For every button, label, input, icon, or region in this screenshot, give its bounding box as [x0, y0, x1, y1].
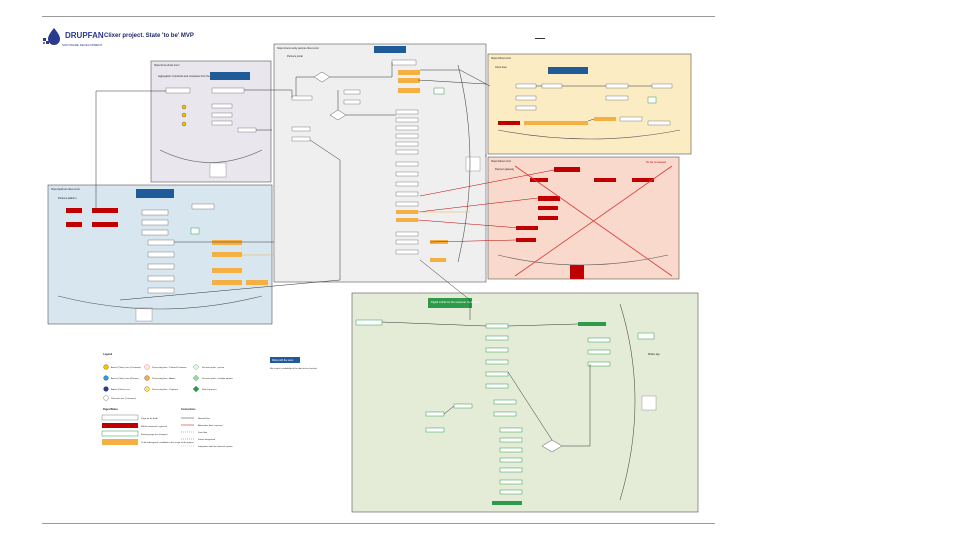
decision-light-icon: [192, 363, 200, 371]
header-dash: [535, 38, 545, 39]
legend-item: Active (Clixer) user (Customer): [111, 366, 141, 369]
zone-grey-note: Partners portal: [287, 55, 303, 58]
legend-box-label: Will be removed / replaced: [141, 425, 168, 428]
end-process-icon: [192, 385, 200, 393]
legend-col2-item: Processing flow - Partner/Customer: [152, 366, 187, 369]
bottom-rule: [42, 523, 715, 524]
legend-box-label: Existing page (no changes): [141, 433, 168, 436]
legend-col3-item: Decision point - multiple options: [202, 377, 234, 380]
top-rule: [42, 16, 715, 17]
user-yellow-icon: [103, 364, 109, 370]
legend-box-label: Page (to be built): [141, 417, 158, 420]
user-blue-icon: [103, 375, 109, 381]
connectors-orange: [242, 211, 470, 256]
callout-title: Dialog with the users: [272, 359, 294, 362]
zone-salmon-url: https://clixer.com/: [491, 159, 511, 163]
zone-blue-note: Partners platform: [58, 197, 76, 200]
legend-col1: Active (Clixer) user (Customer) Active (…: [103, 364, 141, 401]
logo-text: DRUPFAN: [65, 31, 104, 40]
connectors-red: [417, 169, 555, 243]
callout-body: Not critical; availability of the data t…: [270, 367, 317, 370]
zone-salmon-note: Payment gateway: [495, 168, 515, 171]
zone-lavender: https://cms.clixer.com/ Aggregation of p…: [150, 60, 272, 183]
flow-orange-icon: [144, 375, 150, 381]
legend-line-label: Future integration: [198, 438, 216, 441]
legend-line-label: Data flow: [198, 431, 208, 434]
zone-grey: https://community.partner.clixer.com/ Pa…: [273, 43, 487, 283]
logo-subtext: SOFTWARE DEVELOPMENT: [62, 43, 103, 47]
zone-lavender-note: Aggregation of products and companies fr…: [158, 75, 224, 78]
zone-salmon: https://clixer.com/ Payment gateway To b…: [487, 156, 680, 280]
zone-green: Digital mobile for the customer communit…: [351, 292, 699, 513]
zone-salmon-cross-note: To be removed: [646, 160, 666, 164]
drupfan-logo: DRUPFAN SOFTWARE DEVELOPMENT: [42, 25, 104, 47]
zone-blue-url: https://partner.clixer.com/: [51, 187, 80, 191]
legend-lines-heading: Connections: [181, 408, 196, 411]
zone-green-note: Mobile app: [648, 353, 660, 356]
user-white-icon: [103, 395, 109, 401]
legend-boxes-heading: Pages/States: [103, 408, 119, 411]
legend-item: Potential user (Customer): [111, 397, 136, 400]
legend-col2-item: Processing flow - Payment: [152, 388, 178, 391]
legend-item: Active (Clixer) user (Partner): [111, 377, 139, 380]
zone-yellow: https://clixer.com/ Client area: [487, 53, 692, 155]
legend-box-label: To be redesigned / modified in the scope…: [141, 441, 194, 444]
legend-line-label: Normal flow: [198, 417, 210, 420]
page-title: Clixer project. State 'to be' MVP: [104, 33, 194, 39]
legend-heading: Legend: [103, 352, 113, 356]
decision-mid-icon: [192, 374, 200, 382]
legend: Legend Active (Clixer) user (Customer) A…: [101, 352, 317, 448]
legend-col3-item: End of process: [202, 388, 217, 391]
legend-line-label: Integration with the external system: [198, 445, 233, 448]
legend-line-label: Alternative flow / rejected: [198, 424, 223, 427]
flow-yellow-icon: [144, 386, 150, 392]
legend-item: Admin (Clixer) user: [111, 388, 130, 391]
zone-grey-url: https://community.partner.clixer.com/: [277, 46, 319, 50]
legend-col2: Processing flow - Partner/Customer Proce…: [144, 364, 187, 392]
zone-blue: https://partner.clixer.com/ Partners pla…: [47, 184, 273, 325]
legend-col3-item: Decision point - yes/no: [202, 366, 225, 369]
zone-green-title: Digital mobile for the customer communit…: [431, 300, 480, 304]
callout-box: [270, 357, 300, 363]
user-navy-icon: [103, 386, 109, 392]
zone-yellow-note: Client area: [495, 66, 507, 69]
legend-col2-item: Processing flow - Admin: [152, 377, 176, 380]
zone-lavender-url: https://cms.clixer.com/: [154, 63, 180, 67]
flow-red-icon: [144, 364, 150, 370]
drop-icon: [43, 28, 60, 45]
zone-yellow-url: https://clixer.com/: [491, 56, 511, 60]
connectors: [95, 62, 652, 447]
legend-col3: Decision point - yes/no Decision point -…: [192, 363, 234, 393]
